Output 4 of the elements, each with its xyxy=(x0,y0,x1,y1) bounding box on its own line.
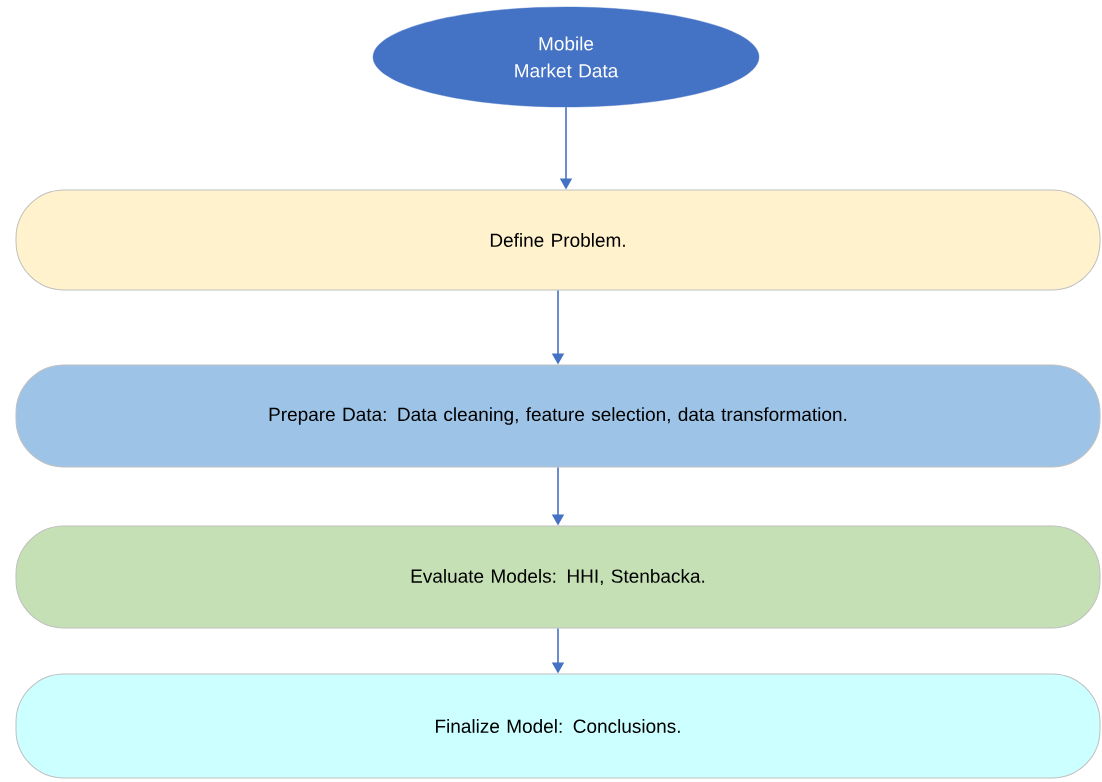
process-box: Define Problem. xyxy=(15,189,1101,291)
process-box: Prepare Data: Data cleaning, feature selection, data transformation. xyxy=(15,364,1101,468)
process-box: Finalize Model: Conclusions. xyxy=(15,673,1101,779)
process-box: Evaluate Models: HHI, Stenbacka. xyxy=(15,525,1101,629)
